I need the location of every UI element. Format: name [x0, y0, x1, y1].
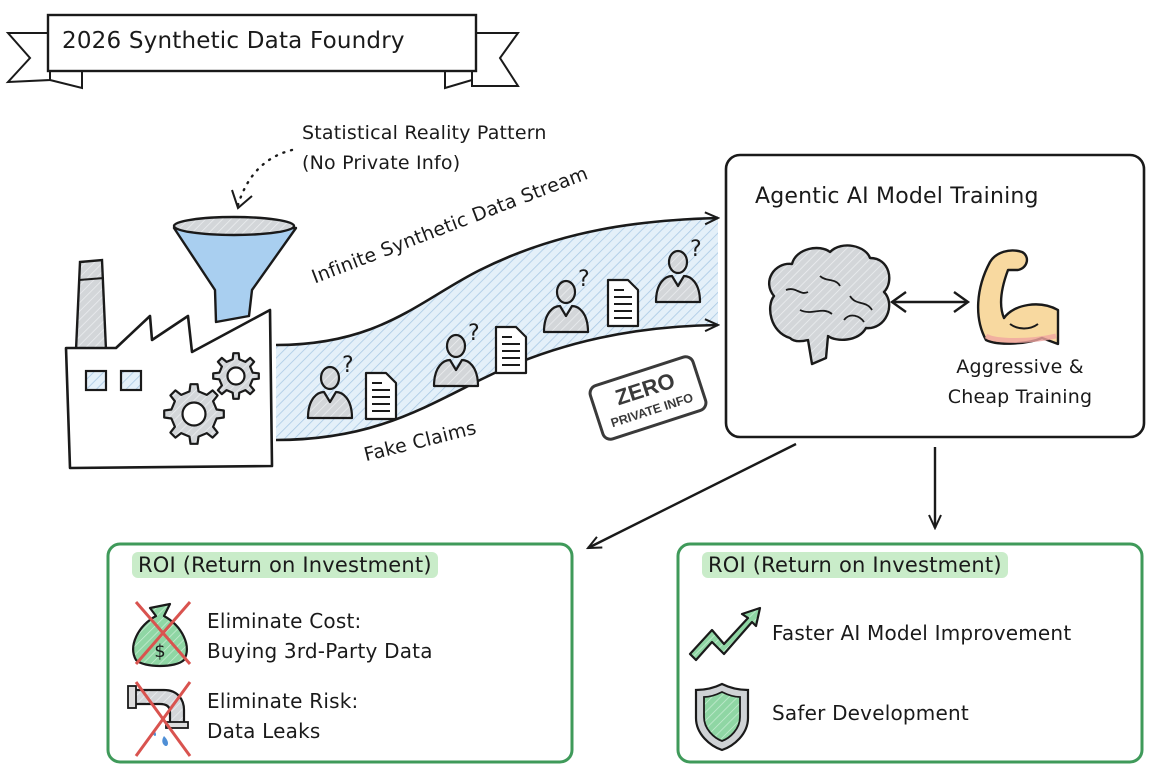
- title-banner: [5, 13, 520, 90]
- roi-left-box: [106, 542, 574, 764]
- user-unknown-icon: ?: [542, 267, 590, 334]
- user-unknown-icon: ?: [432, 321, 480, 388]
- roi-right-heading: ROI (Return on Investment): [702, 552, 1008, 578]
- factory-building: [64, 308, 274, 470]
- roi-left-item-2-line2: Data Leaks: [207, 719, 321, 743]
- factory-window: [119, 369, 143, 392]
- banner-body: [46, 13, 478, 73]
- source-note: Statistical Reality Pattern (No Private …: [302, 118, 547, 178]
- roi-left-item: Eliminate Risk: Data Leaks: [207, 686, 358, 746]
- banner-left-tail: [5, 32, 51, 84]
- roi-left-item-2-line1: Eliminate Risk:: [207, 689, 359, 713]
- roi-right-item-2: Safer Development: [772, 701, 969, 725]
- training-caption-line1: Aggressive &: [956, 356, 1084, 378]
- svg-text:?: ?: [342, 353, 354, 378]
- shield-icon: [694, 682, 750, 752]
- svg-text:?: ?: [690, 237, 702, 262]
- roi-right-box: [676, 542, 1144, 764]
- training-box: [724, 153, 1146, 439]
- roi-left-item-1-line2: Buying 3rd-Party Data: [207, 639, 433, 663]
- roi-left-item: Eliminate Cost: Buying 3rd-Party Data: [207, 606, 433, 666]
- training-caption-line2: Cheap Training: [947, 386, 1093, 408]
- training-caption: Aggressive & Cheap Training: [920, 352, 1120, 412]
- svg-text:$: $: [154, 641, 165, 662]
- stream-bottom-edge: [275, 325, 718, 442]
- roi-left-heading: ROI (Return on Investment): [132, 552, 438, 578]
- leaking-pipe-crossed-icon: [127, 681, 192, 757]
- user-unknown-icon: ?: [654, 237, 702, 304]
- stream-items: ????: [306, 237, 702, 421]
- roi-right-item-1: Faster AI Model Improvement: [772, 621, 1072, 645]
- trend-up-arrow-icon: [688, 606, 762, 662]
- chimney-icon: [74, 258, 108, 352]
- page-title: 2026 Synthetic Data Foundry: [62, 28, 405, 54]
- factory-illustration: [64, 215, 298, 470]
- roi-right-heading-wrap: ROI (Return on Investment): [702, 552, 1008, 578]
- gear-icon: [163, 383, 225, 445]
- roi-left-item-1-line1: Eliminate Cost:: [207, 609, 362, 633]
- svg-text:?: ?: [468, 321, 480, 346]
- funnel-icon: [172, 226, 298, 324]
- brain-icon: [768, 244, 891, 366]
- flexed-muscle-icon: [976, 249, 1060, 346]
- money-bag-crossed-icon: $: [132, 601, 192, 668]
- document-icon: [494, 325, 528, 375]
- stream-top-edge: [275, 218, 718, 347]
- svg-text:?: ?: [578, 267, 590, 292]
- source-note-line1: Statistical Reality Pattern: [302, 122, 547, 144]
- dotted-arrow: [236, 148, 294, 207]
- gear-icon: [212, 352, 260, 400]
- banner-right-tail: [471, 32, 520, 87]
- factory-window: [84, 369, 108, 392]
- document-icon: [364, 371, 398, 421]
- source-note-line2: (No Private Info): [302, 152, 461, 174]
- document-icon: [606, 278, 640, 328]
- bidirectional-arrow: [889, 291, 971, 313]
- user-unknown-icon: ?: [306, 353, 354, 420]
- training-title: Agentic AI Model Training: [755, 184, 1039, 209]
- zero-private-info-stamp: ZERO PRIVATE INFO: [588, 355, 708, 441]
- arrow-to-roi-left: [588, 442, 797, 550]
- roi-left-heading-wrap: ROI (Return on Investment): [132, 552, 438, 578]
